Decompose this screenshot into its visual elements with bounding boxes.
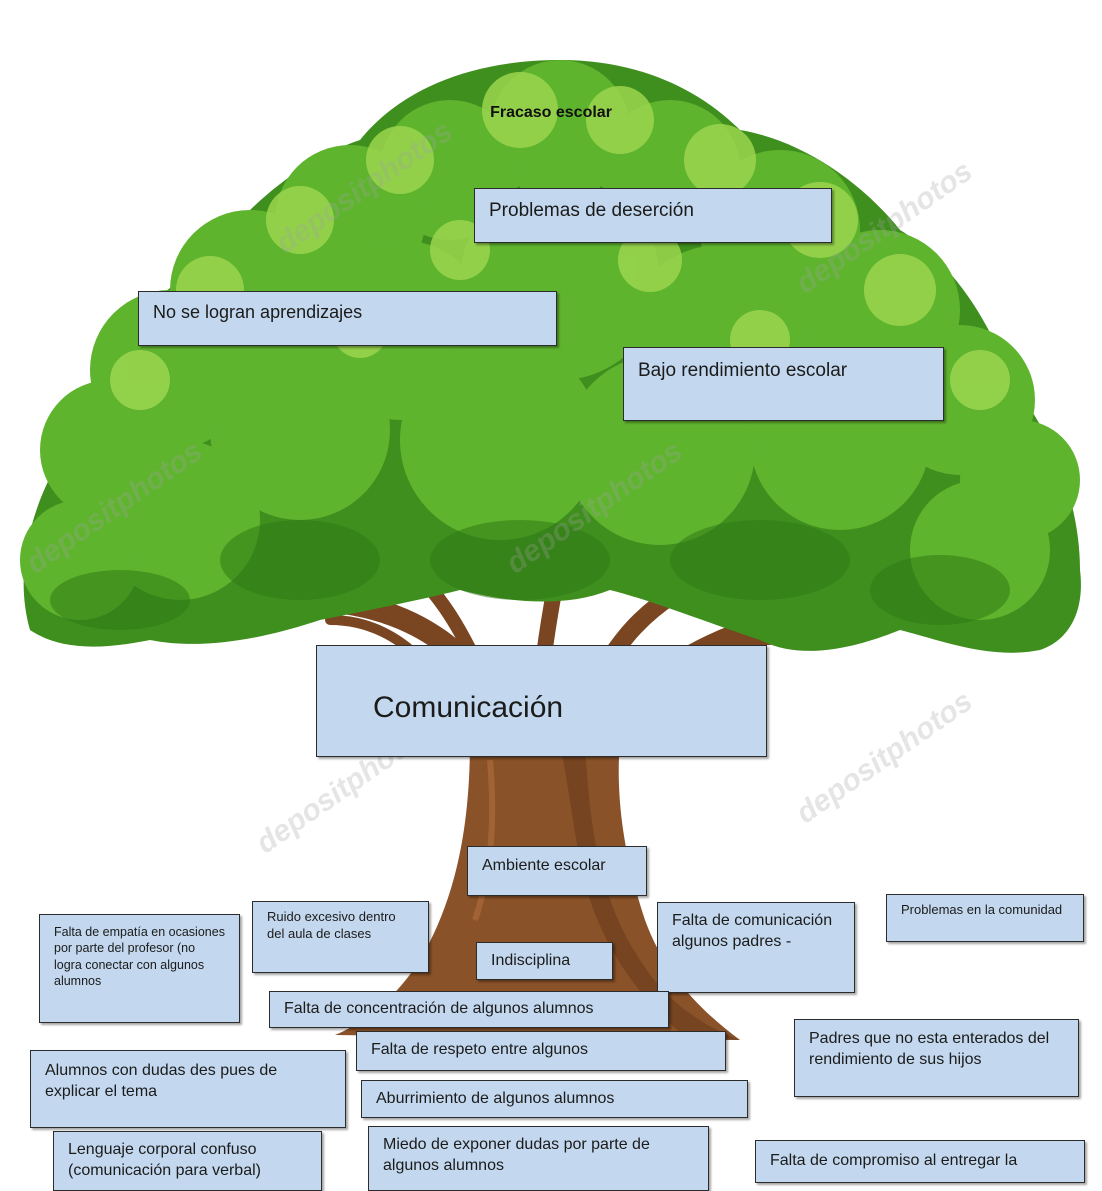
cause-box-comunidad: Problemas en la comunidad (886, 894, 1084, 942)
cause-box-respeto: Falta de respeto entre algunos (356, 1031, 726, 1071)
cause-box-comunicacion-padres: Falta de comunicación algunos padres - (657, 902, 855, 993)
central-problem-box: Comunicación (316, 645, 767, 757)
effect-box-rendimiento: Bajo rendimiento escolar (623, 347, 944, 421)
cause-box-compromiso: Falta de compromiso al entregar la (755, 1140, 1085, 1183)
diagram-title: Fracaso escolar (490, 104, 612, 121)
cause-box-ambiente: Ambiente escolar (467, 846, 647, 896)
cause-box-dudas: Alumnos con dudas des pues de explicar e… (30, 1050, 346, 1128)
cause-box-empatia: Falta de empatía en ocasiones por parte … (39, 914, 240, 1023)
effect-box-desercion: Problemas de deserción (474, 188, 832, 243)
cause-box-lenguaje: Lenguaje corporal confuso (comunicación … (53, 1131, 322, 1191)
cause-box-miedo: Miedo de exponer dudas por parte de algu… (368, 1126, 709, 1191)
cause-box-padres-enterados: Padres que no esta enterados del rendimi… (794, 1019, 1079, 1097)
cause-box-ruido: Ruido excesivo dentro del aula de clases (252, 901, 429, 973)
effect-box-aprendizajes: No se logran aprendizajes (138, 291, 557, 346)
cause-box-aburrimiento: Aburrimiento de algunos alumnos (361, 1080, 748, 1118)
cause-box-indisciplina: Indisciplina (476, 942, 613, 980)
cause-box-concentracion: Falta de concentración de algunos alumno… (269, 991, 669, 1028)
trunk-highlight (472, 759, 496, 921)
